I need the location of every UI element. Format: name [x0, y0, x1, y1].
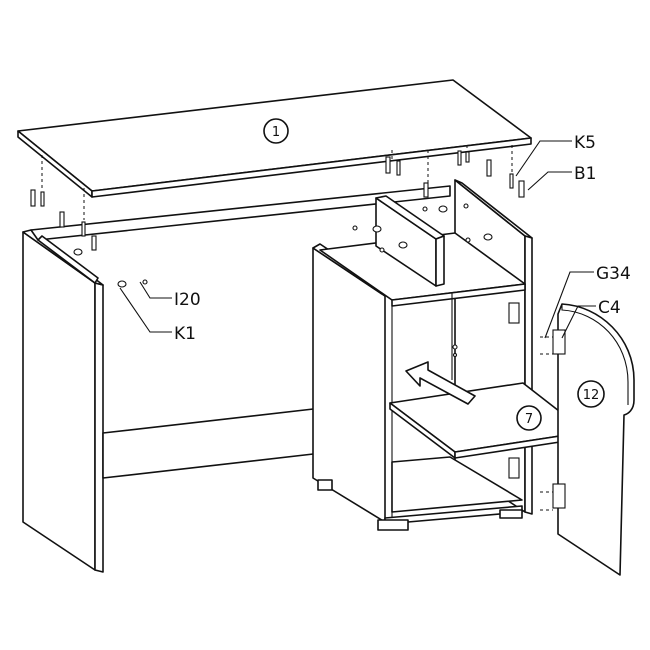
dowel — [423, 182, 429, 198]
hardware-label-k5: K5 — [574, 133, 596, 153]
hardware-label-g34: G34 — [596, 264, 631, 284]
part-callout-12: 12 — [577, 380, 605, 408]
dowel — [30, 189, 36, 207]
confirmat-screw — [81, 221, 86, 237]
hinge-plate — [508, 302, 520, 324]
hardware-label-i20: I20 — [174, 290, 201, 310]
dowel — [91, 235, 97, 251]
pin-hole — [452, 344, 458, 350]
confirmat-screw — [509, 173, 514, 189]
dowel — [59, 211, 65, 228]
part-number: 1 — [272, 125, 280, 140]
cam-lock — [117, 280, 127, 288]
hinge-plate — [508, 457, 520, 479]
confirmat-screw — [40, 191, 45, 207]
cam-lock — [483, 233, 493, 241]
left-side-panel — [22, 229, 104, 573]
part-callout-1: 1 — [263, 118, 289, 144]
leader-lines — [119, 140, 596, 339]
pin-hole — [452, 352, 458, 358]
cabinet — [312, 179, 533, 531]
arrow-icon — [405, 361, 476, 405]
confirmat-screw — [465, 151, 470, 163]
pin-hole — [379, 247, 385, 253]
hardware-label-c4: C4 — [598, 298, 621, 318]
dowel — [486, 159, 492, 177]
hinge — [552, 329, 566, 355]
hardware-pins — [30, 150, 566, 511]
part-number: 12 — [583, 388, 600, 403]
loose-shelf — [389, 382, 587, 459]
door-panel — [557, 303, 635, 576]
dowel — [385, 156, 391, 174]
pin-hole — [142, 279, 148, 285]
hardware-label-k1: K1 — [174, 324, 196, 344]
pin-hole — [352, 225, 358, 231]
back-rail — [30, 185, 451, 284]
guide-lines — [41, 145, 513, 220]
part-number: 7 — [525, 412, 533, 427]
part-callout-7: 7 — [516, 405, 542, 431]
confirmat-screw — [396, 160, 401, 176]
dowel — [518, 180, 525, 198]
hinge — [552, 483, 566, 509]
cam-lock — [372, 225, 382, 233]
cam-lock — [438, 205, 448, 213]
confirmat-screw — [457, 150, 462, 166]
cam-lock — [73, 248, 83, 256]
front-rail — [102, 407, 329, 479]
pin-hole — [422, 206, 428, 212]
pin-hole — [465, 237, 471, 243]
cam-lock — [398, 241, 408, 249]
hardware-label-b1: B1 — [574, 164, 596, 184]
pin-hole — [463, 203, 469, 209]
